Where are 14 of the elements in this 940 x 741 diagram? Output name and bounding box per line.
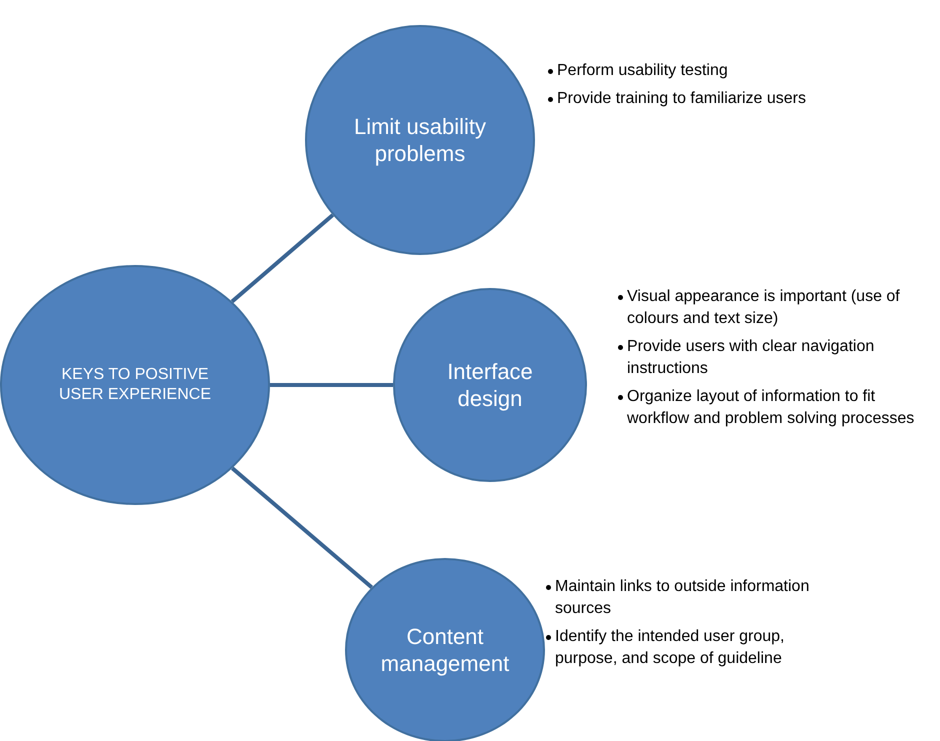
bullet-text: Provide training to familiarize users [557, 89, 806, 109]
node-label: Interface design [446, 358, 534, 412]
bullet-text: Provide users with clear navigation instructions [627, 337, 876, 379]
connector-line [270, 383, 393, 387]
node-label: KEYS TO POSITIVE USER EXPERIENCE [58, 365, 212, 405]
connector-line [231, 466, 374, 589]
bullet-text: Identify the intended user group, purpose, and scope of guideline [555, 627, 786, 669]
node-label: Content management [380, 622, 510, 678]
bullet-text: Perform usability testing [557, 61, 728, 81]
bullet-text: Organize layout of information to fit workflow and problem solving processes [627, 387, 916, 429]
bullet-text: Maintain links to outside information sources [555, 577, 810, 619]
connector-line [230, 213, 334, 304]
bullet-text: Visual appearance is important (use of colours and text size) [627, 287, 901, 329]
node-label: Limit usability problems [352, 112, 488, 168]
